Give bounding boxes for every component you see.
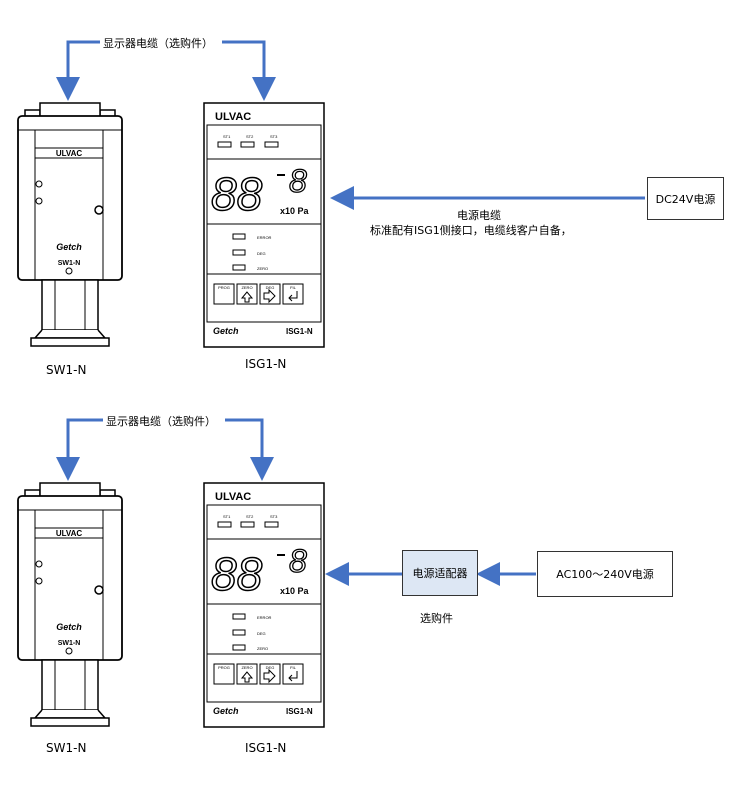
sensor-maker-text: Getch xyxy=(56,242,82,252)
btn-zero-label: ZERO xyxy=(241,285,252,290)
status-deg-label: DEG xyxy=(257,251,266,256)
top-power-cable-line2: 标准配有ISG1侧接口，电缆线客户自备， xyxy=(370,224,572,237)
display-model-text: ISG1-N xyxy=(286,707,313,716)
display-maker-text: Getch xyxy=(213,706,239,716)
top-display-device: ULVAC ST1 ST2 ST3 88 8 x10 Pa ERROR DEG … xyxy=(203,102,325,348)
top-sensor-device: ULVAC Getch SW1-N xyxy=(17,102,123,347)
power-adapter-label: 电源适配器 xyxy=(412,567,468,580)
bottom-cable-to-display-arrow xyxy=(225,418,274,481)
bottom-connector-lines xyxy=(56,418,536,586)
st-label-2: ST2 xyxy=(246,134,254,139)
top-sensor-caption: SW1-N xyxy=(46,363,87,377)
btn-deg-label: DEG xyxy=(266,285,275,290)
status-zero-label: ZERO xyxy=(257,266,268,271)
st-label-3: ST3 xyxy=(270,134,278,139)
ac-source-label: AC100～240V电源 xyxy=(556,568,654,581)
btn-fil-label: FIL xyxy=(290,285,297,290)
display-exp-digit: 8 xyxy=(289,163,307,199)
display-digits: 88 xyxy=(211,548,263,600)
display-model-text: ISG1-N xyxy=(286,327,313,336)
bottom-display-caption: ISG1-N xyxy=(245,741,287,755)
display-brand-text: ULVAC xyxy=(215,111,251,123)
top-connector-lines xyxy=(56,40,645,210)
display-digits: 88 xyxy=(211,168,263,220)
bottom-sensor-caption: SW1-N xyxy=(46,741,87,755)
st-label-2: ST2 xyxy=(246,514,254,519)
bottom-cable-label: 显示器电缆（选购件） xyxy=(106,415,216,428)
sensor-maker-text: Getch xyxy=(56,622,82,632)
top-diagram: 显示器电缆（选购件） ULVAC Getch SW1-N SW1-N ULVAC xyxy=(17,37,724,377)
display-maker-text: Getch xyxy=(213,326,239,336)
ac-source-box: AC100～240V电源 xyxy=(537,551,673,597)
btn-prog-label: PROG xyxy=(218,665,230,670)
display-unit: x10 Pa xyxy=(280,586,310,596)
bottom-cable-to-sensor-arrow xyxy=(56,418,103,481)
btn-prog-label: PROG xyxy=(218,285,230,290)
top-display-caption: ISG1-N xyxy=(245,357,287,371)
btn-deg-label: DEG xyxy=(266,665,275,670)
sensor-model-text: SW1-N xyxy=(58,640,81,647)
st-label-3: ST3 xyxy=(270,514,278,519)
top-cable-label: 显示器电缆（选购件） xyxy=(103,37,213,50)
sensor-model-text: SW1-N xyxy=(58,260,81,267)
status-zero-label: ZERO xyxy=(257,646,268,651)
top-cable-to-display-arrow xyxy=(222,40,276,101)
display-unit: x10 Pa xyxy=(280,206,310,216)
status-deg-label: DEG xyxy=(257,631,266,636)
bottom-sensor-device: ULVAC Getch SW1-N xyxy=(17,482,123,727)
top-cable-to-sensor-arrow xyxy=(56,40,100,101)
status-error-label: ERROR xyxy=(257,235,272,240)
btn-fil-label: FIL xyxy=(290,665,297,670)
sensor-brand-text: ULVAC xyxy=(56,149,83,158)
st-label-1: ST1 xyxy=(223,514,231,519)
sensor-brand-text: ULVAC xyxy=(56,529,83,538)
top-dc24v-source-box: DC24V电源 xyxy=(647,177,724,220)
power-adapter-box: 电源适配器 xyxy=(402,550,478,596)
display-exp-digit: 8 xyxy=(289,543,307,579)
btn-zero-label: ZERO xyxy=(241,665,252,670)
power-adapter-note: 选购件 xyxy=(420,612,453,625)
st-label-1: ST1 xyxy=(223,134,231,139)
bottom-diagram: 显示器电缆（选购件） ULVAC Getch SW1-N SW1-N ULVAC xyxy=(0,400,740,800)
display-brand-text: ULVAC xyxy=(215,491,251,503)
status-error-label: ERROR xyxy=(257,615,272,620)
top-power-cable-line1: 电源电缆 xyxy=(457,209,501,222)
top-dc24v-source-label: DC24V电源 xyxy=(655,192,716,206)
bottom-display-device: ULVAC ST1 ST2 ST3 88 8 x10 Pa ERROR DEG … xyxy=(203,482,325,728)
